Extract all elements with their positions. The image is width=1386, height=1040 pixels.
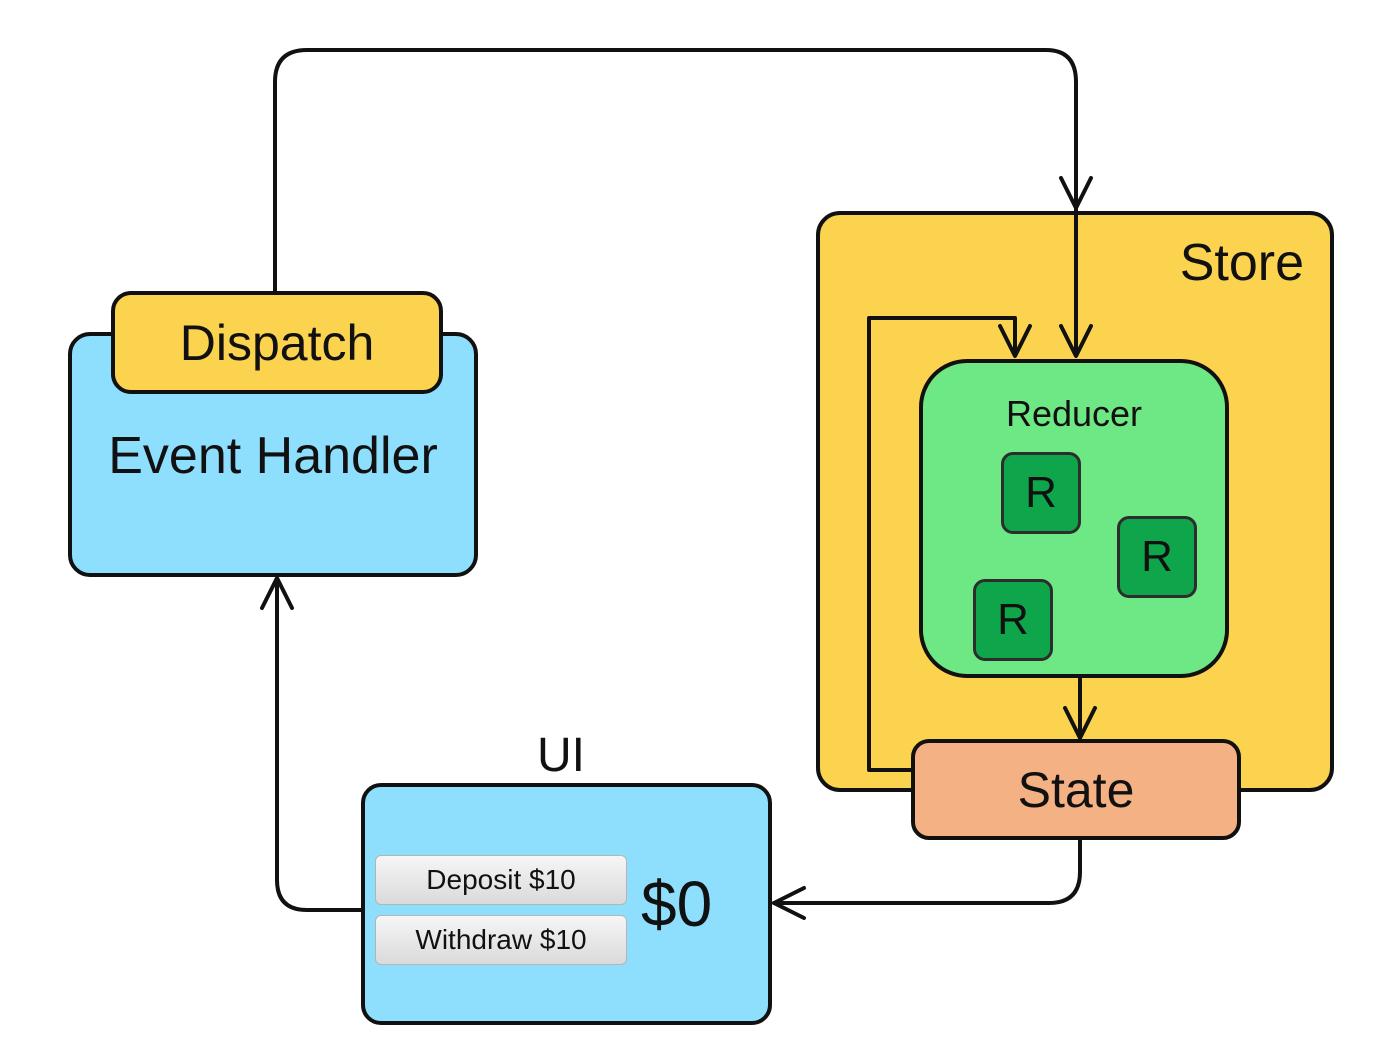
reducer-block-2: R <box>1117 516 1197 598</box>
loop-arrowhead <box>998 324 1032 358</box>
reducer-block-3: R <box>973 579 1053 661</box>
dispatch-arrowhead-lower <box>1059 324 1093 358</box>
ui-to-handler-arrowhead <box>260 576 294 610</box>
reducer-block-1: R <box>1001 452 1081 534</box>
reducer-label: Reducer <box>1005 393 1143 434</box>
reducer-box: Reducer R R R <box>919 359 1229 678</box>
reducer-to-state-arrowhead <box>1063 706 1097 740</box>
state-to-ui-arrow <box>772 838 1082 905</box>
state-to-ui-arrowhead <box>772 886 806 920</box>
ui-to-handler-arrow <box>275 577 363 912</box>
state-box: State <box>911 739 1241 840</box>
dispatch-arrowhead-upper <box>1059 176 1093 210</box>
withdraw-button[interactable]: Withdraw $10 <box>375 915 627 965</box>
ui-label: UI <box>537 729 585 782</box>
state-to-reducer-loop-arrow <box>867 316 1017 772</box>
dispatch-to-reducer-arrow <box>273 48 1078 357</box>
ui-box: Deposit $10 Withdraw $10 $0 <box>361 783 772 1025</box>
dispatch-box: Dispatch <box>111 291 443 394</box>
deposit-button[interactable]: Deposit $10 <box>375 855 627 905</box>
balance-display: $0 <box>641 868 713 940</box>
store-label: Store <box>1179 234 1304 292</box>
event-handler-label: Event Handler <box>108 427 438 485</box>
